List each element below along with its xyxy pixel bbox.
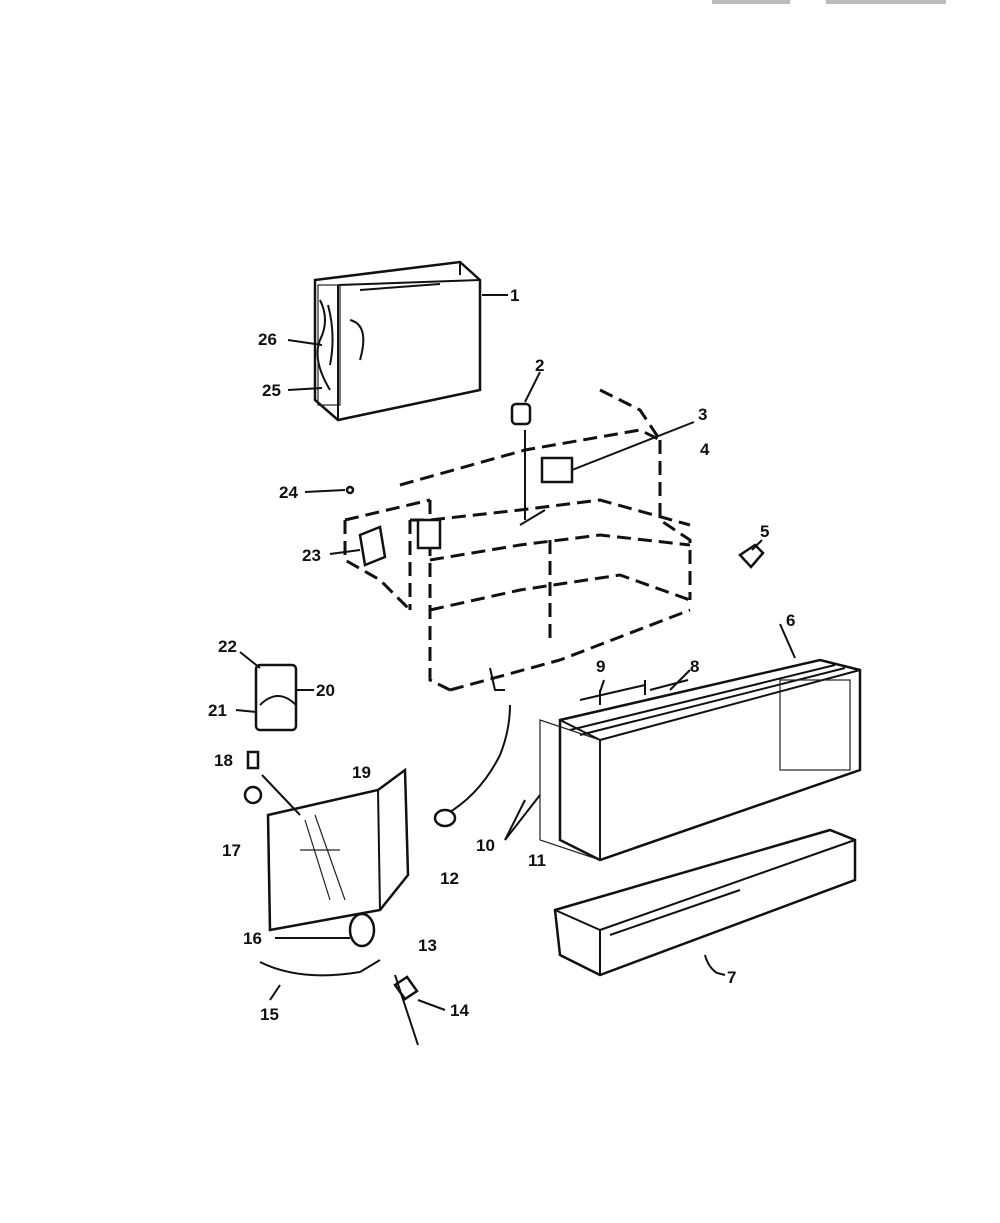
part-13-side-panel bbox=[261, 767, 410, 932]
callout-15: 15 bbox=[260, 1005, 279, 1024]
part-5-clip bbox=[738, 539, 765, 569]
callout-13: 13 bbox=[418, 936, 437, 955]
callout-8: 8 bbox=[690, 657, 699, 676]
part-14-valve bbox=[393, 974, 446, 1046]
callout-18: 18 bbox=[214, 751, 233, 770]
part-2-fitting bbox=[510, 371, 541, 426]
callout-14: 14 bbox=[450, 1001, 469, 1020]
part-7-drain-pan bbox=[553, 828, 857, 977]
top-edge-bar-right bbox=[826, 0, 946, 4]
part-15-hose bbox=[259, 959, 381, 1001]
part-17-18-screws bbox=[243, 750, 263, 805]
part-20-22-bracket bbox=[235, 651, 314, 732]
callout-19: 19 bbox=[352, 763, 371, 782]
callout-labels: 1 2 3 4 5 6 7 8 9 10 11 12 13 14 15 16 1… bbox=[208, 286, 795, 1024]
callout-4: 4 bbox=[700, 440, 710, 459]
callout-22: 22 bbox=[218, 637, 237, 656]
main-chassis-frame bbox=[343, 388, 692, 692]
callout-10: 10 bbox=[476, 836, 495, 855]
callout-20: 20 bbox=[316, 681, 335, 700]
callout-leaders bbox=[287, 294, 796, 693]
part-23-bracket bbox=[329, 525, 387, 567]
part-24-screw bbox=[304, 485, 355, 495]
callout-12: 12 bbox=[440, 869, 459, 888]
callout-24: 24 bbox=[279, 483, 298, 502]
callout-23: 23 bbox=[302, 546, 321, 565]
callout-17: 17 bbox=[222, 841, 241, 860]
part-1-top-panel bbox=[313, 260, 482, 422]
callout-21: 21 bbox=[208, 701, 227, 720]
callout-26: 26 bbox=[258, 330, 277, 349]
callout-16: 16 bbox=[243, 929, 262, 948]
callout-7: 7 bbox=[727, 968, 736, 987]
callout-6: 6 bbox=[786, 611, 795, 630]
callout-11: 11 bbox=[528, 851, 546, 870]
callout-2: 2 bbox=[535, 356, 544, 375]
callout-25: 25 bbox=[262, 381, 281, 400]
part-6-cabinet-housing bbox=[539, 658, 862, 862]
callout-9: 9 bbox=[596, 657, 605, 676]
part-16-knob bbox=[275, 912, 376, 948]
top-edge-bar-left bbox=[712, 0, 790, 4]
callout-5: 5 bbox=[760, 522, 769, 541]
callout-3: 3 bbox=[698, 405, 707, 424]
part-12-tube bbox=[433, 704, 541, 841]
callout-1: 1 bbox=[510, 286, 519, 305]
